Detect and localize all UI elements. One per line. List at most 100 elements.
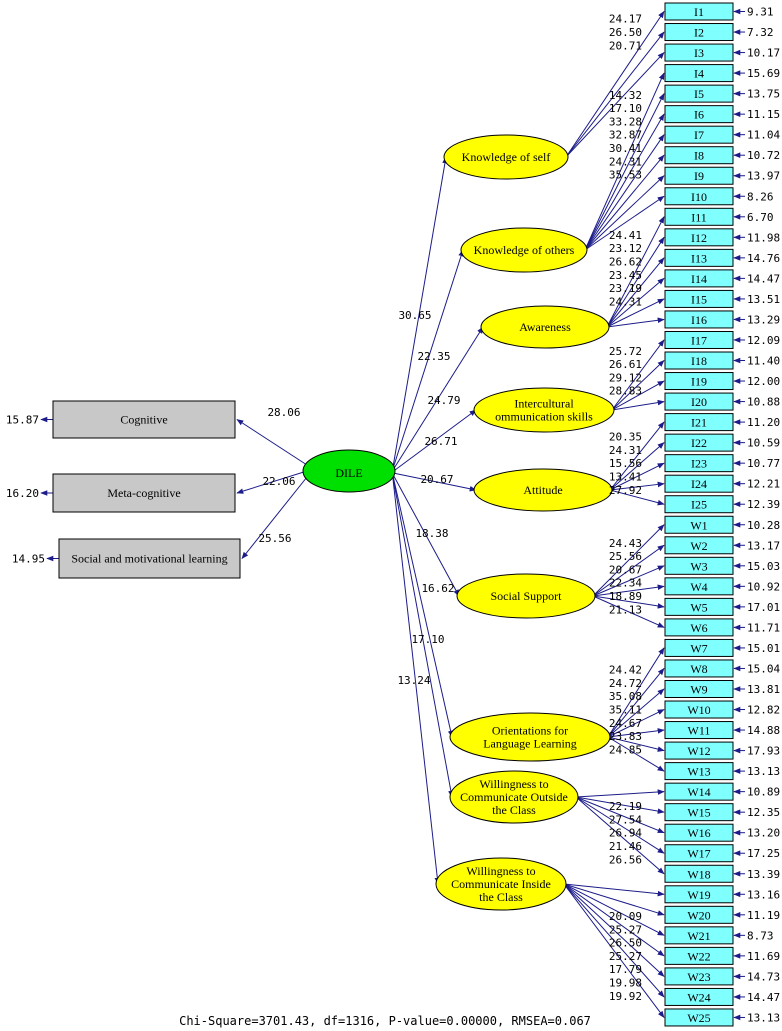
factor-label: Social Support xyxy=(491,589,563,603)
item-loading: 19.92 xyxy=(609,990,642,1003)
outcome-label: Cognitive xyxy=(120,413,167,427)
indicator-box xyxy=(664,823,734,842)
indicator-box xyxy=(664,1008,734,1027)
item-path xyxy=(575,796,665,814)
indicator-label: I22 xyxy=(691,436,707,450)
item-loading: 23.83 xyxy=(609,730,642,743)
outcome-label: Meta-cognitive xyxy=(107,486,180,500)
indicator-label: W15 xyxy=(687,806,710,820)
item-path xyxy=(575,796,665,854)
indicator-error: 13.20 xyxy=(747,827,780,840)
item-loading: 20.71 xyxy=(609,39,642,52)
item-loading: 13.41 xyxy=(609,470,642,483)
item-loading: 20.35 xyxy=(609,431,642,444)
item-loading: 26.62 xyxy=(609,255,642,268)
indicator-label: I9 xyxy=(694,169,704,183)
indicator-error: 10.59 xyxy=(747,437,780,450)
indicator-error: 11.15 xyxy=(747,108,780,121)
item-loading: 25.72 xyxy=(609,345,642,358)
indicator-label: W7 xyxy=(690,641,707,655)
indicator-label: W23 xyxy=(687,970,710,984)
indicator-box xyxy=(664,289,734,308)
item-loading: 22.19 xyxy=(609,800,642,813)
indicator-error: 6.70 xyxy=(747,211,774,224)
indicator-error: 17.25 xyxy=(747,847,780,860)
indicator-box xyxy=(664,330,734,349)
item-loading: 20.09 xyxy=(609,910,642,923)
indicator-box xyxy=(664,392,734,411)
indicator-box xyxy=(664,967,734,986)
item-path xyxy=(607,736,665,752)
indicator-box xyxy=(664,105,734,124)
item-path xyxy=(606,277,665,328)
item-path xyxy=(563,883,665,897)
indicator-label: I15 xyxy=(691,292,707,306)
item-path xyxy=(592,565,665,597)
outcome-error: 14.95 xyxy=(12,553,45,566)
indicator-box xyxy=(664,310,734,329)
indicator-error: 8.26 xyxy=(747,190,774,203)
indicator-box xyxy=(664,987,734,1006)
factor-path xyxy=(392,478,441,885)
outcome-path xyxy=(236,470,308,494)
item-path xyxy=(611,380,665,411)
indicator-box xyxy=(664,905,734,924)
factor-loading: 26.71 xyxy=(424,435,457,448)
indicator-box xyxy=(664,638,734,657)
indicator-label: W6 xyxy=(690,621,707,635)
indicator-box xyxy=(664,187,734,206)
item-path xyxy=(563,883,665,936)
item-loading: 26.56 xyxy=(609,853,642,866)
indicator-label: I11 xyxy=(691,210,707,224)
indicator-label: I25 xyxy=(691,498,707,512)
factor-label: Communicate Inside xyxy=(451,877,551,891)
indicator-error: 12.39 xyxy=(747,498,780,511)
outcome-box xyxy=(52,473,236,513)
indicator-label: I23 xyxy=(691,457,707,471)
indicator-label: W21 xyxy=(687,929,710,943)
indicator-error: 15.69 xyxy=(747,67,780,80)
factor-loading: 30.65 xyxy=(398,309,431,322)
indicator-label: I24 xyxy=(691,477,707,491)
indicator-label: W11 xyxy=(688,724,711,738)
indicator-label: W5 xyxy=(690,600,707,614)
factor-path xyxy=(392,475,454,738)
factor-loading: 16.62 xyxy=(421,582,454,595)
indicator-error: 15.04 xyxy=(747,662,780,675)
factor-ellipse xyxy=(480,305,610,349)
indicator-box xyxy=(664,146,734,165)
indicator-error: 14.88 xyxy=(747,724,780,737)
indicator-error: 14.73 xyxy=(747,970,780,983)
item-path xyxy=(611,360,665,411)
factor-loading: 18.38 xyxy=(415,527,448,540)
item-loading: 33.28 xyxy=(609,115,642,128)
indicator-label: I6 xyxy=(694,108,704,122)
item-path xyxy=(592,595,665,628)
item-path xyxy=(584,72,665,251)
outcome-loading: 28.06 xyxy=(267,406,300,419)
indicator-box xyxy=(664,659,734,678)
indicator-error: 10.17 xyxy=(747,47,780,60)
item-path xyxy=(609,481,665,491)
indicator-error: 13.51 xyxy=(747,293,780,306)
indicator-label: W17 xyxy=(687,847,710,861)
item-loading: 24.85 xyxy=(609,743,642,756)
indicator-error: 8.73 xyxy=(747,929,774,942)
outcome-box xyxy=(58,538,241,579)
factor-label: Awareness xyxy=(519,320,571,334)
indicator-error: 14.76 xyxy=(747,252,780,265)
indicator-label: W3 xyxy=(690,559,707,573)
outcome-path xyxy=(241,476,308,560)
item-loading: 19.98 xyxy=(609,976,642,989)
item-loading: 27.92 xyxy=(609,484,642,497)
indicator-error: 13.97 xyxy=(747,170,780,183)
factor-ellipse xyxy=(473,387,615,433)
indicator-label: W14 xyxy=(687,785,710,799)
item-loading: 30.41 xyxy=(609,142,642,155)
item-loading: 25.27 xyxy=(609,923,642,936)
factor-label: Willingness to xyxy=(466,864,535,878)
item-loading: 20.67 xyxy=(609,563,642,576)
item-loading: 17.79 xyxy=(609,963,642,976)
item-loading: 21.46 xyxy=(609,840,642,853)
outcome-label: Social and motivational learning xyxy=(71,552,227,566)
